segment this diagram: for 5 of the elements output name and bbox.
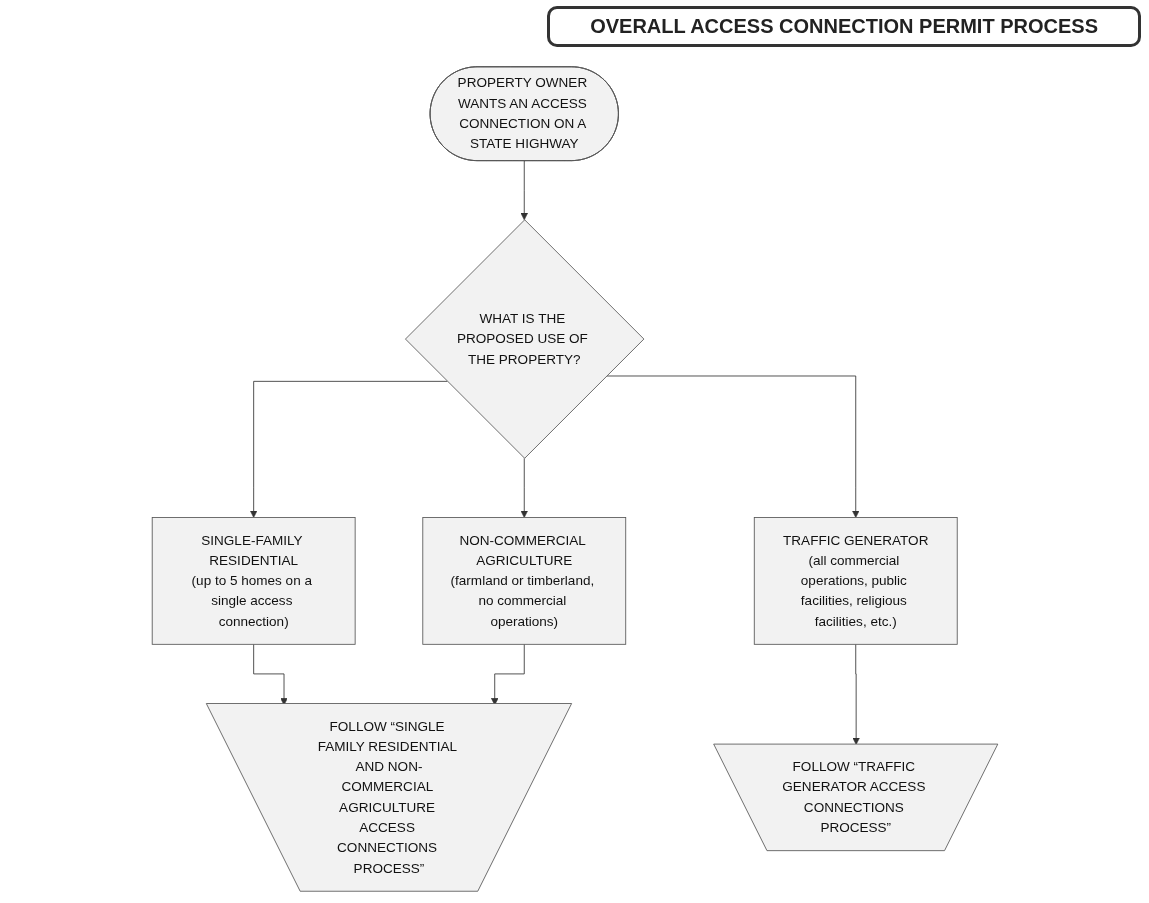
node-box: NON-COMMERCIAL AGRICULTURE (farmland or timberland, no commercial operations): [421, 517, 626, 645]
node-box: SINGLE-FAMILY RESIDENTIAL (up to 5 homes on a single access connection): [151, 517, 356, 645]
node-diamond: WHAT IS THE PROPOSED USE OF THE PROPERTY?: [404, 219, 644, 459]
diagram-title: OVERALL ACCESS CONNECTION PERMIT PROCESS: [547, 6, 1141, 47]
node-box: TRAFFIC GENERATOR (all commercial operations, public facilities, religious facilities, etc.): [753, 517, 958, 645]
